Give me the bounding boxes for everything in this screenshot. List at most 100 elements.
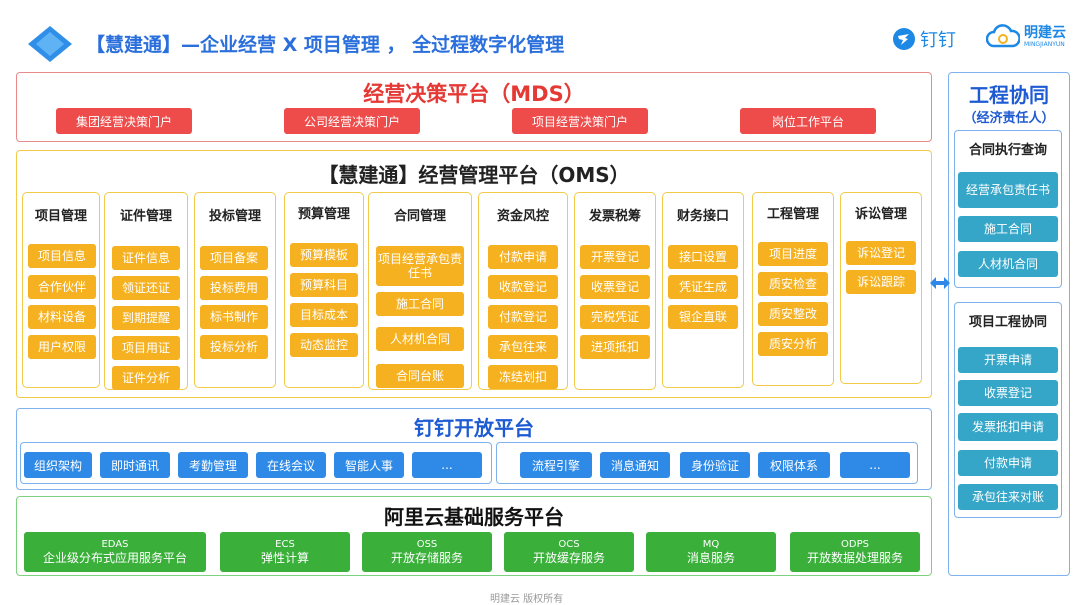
oms-item-project-info[interactable]: 项目信息 [28, 244, 96, 268]
collab-item-labor-contract[interactable]: 人材机合同 [958, 251, 1058, 277]
collab-subtitle: （经济责任人） [963, 111, 1055, 126]
aliyun-item-ocs[interactable]: OCS 开放缓存服务 [504, 532, 634, 572]
oms-item-contract-transactions[interactable]: 承包往来 [488, 335, 558, 359]
mingjianyun-cn: 明建云 [1024, 25, 1066, 41]
aliyun-item-desc: 消息服务 [686, 551, 735, 565]
oms-item-invoice-receive[interactable]: 收票登记 [580, 275, 650, 299]
mds-button-post-platform[interactable]: 岗位工作平台 [740, 108, 876, 134]
dingtalk-item-attendance[interactable]: 考勤管理 [178, 452, 248, 478]
oms-item-materials[interactable]: 材料设备 [28, 305, 96, 329]
project-collab-title: 项目工程协同 [968, 315, 1047, 330]
dingtalk-item-notify[interactable]: 消息通知 [600, 452, 670, 478]
oms-item-partners[interactable]: 合作伙伴 [28, 275, 96, 299]
dingtalk-item-more-right[interactable]: ... [840, 452, 910, 478]
oms-item-bank-direct[interactable]: 银企直联 [668, 305, 738, 329]
oms-column-title: 财务接口 [676, 209, 729, 224]
oms-item-cert-info[interactable]: 证件信息 [112, 246, 180, 270]
oms-item-quality-inspection[interactable]: 质安检查 [758, 272, 828, 296]
collab-panel: 工程协同 （经济责任人） [948, 72, 1070, 576]
mds-button-project-portal[interactable]: 项目经营决策门户 [512, 108, 648, 134]
dingtalk-item-auth[interactable]: 身份验证 [680, 452, 750, 478]
oms-item-user-permissions[interactable]: 用户权限 [28, 335, 96, 359]
aliyun-item-code: ODPS [841, 539, 869, 550]
oms-column-title: 证件管理 [119, 209, 172, 224]
oms-item-input-deduction[interactable]: 进项抵扣 [580, 335, 650, 359]
aliyun-item-desc: 企业级分布式应用服务平台 [42, 551, 187, 565]
oms-item-budget-subject[interactable]: 预算科目 [290, 273, 358, 297]
mds-title: 经营决策平台（MDS） [363, 82, 585, 106]
oms-platform: 【慧建通】经营管理平台（OMS） [16, 150, 932, 398]
oms-column-title: 诉讼管理 [854, 207, 907, 222]
collab-title: 工程协同 [969, 83, 1049, 107]
oms-item-cert-analysis[interactable]: 证件分析 [112, 366, 180, 390]
oms-item-bid-analysis[interactable]: 投标分析 [200, 335, 268, 359]
oms-item-freeze-deduct[interactable]: 冻结划扣 [488, 365, 558, 389]
footer-copyright: 明建云 版权所有 [490, 594, 564, 605]
collab-item-construction-contract[interactable]: 施工合同 [958, 216, 1058, 242]
dingtalk-item-org[interactable]: 组织架构 [24, 452, 92, 478]
double-arrow-icon [930, 277, 950, 289]
aliyun-title: 阿里云基础服务平台 [384, 505, 564, 529]
collab-item-invoice-deduction[interactable]: 发票抵扣申请 [958, 413, 1058, 441]
oms-item-lawsuit-track[interactable]: 诉讼跟踪 [846, 270, 916, 294]
collab-item-payment-request[interactable]: 付款申请 [958, 450, 1058, 476]
oms-item-payment-request[interactable]: 付款申请 [488, 245, 558, 269]
mds-button-company-portal[interactable]: 公司经营决策门户 [284, 108, 420, 134]
oms-item-voucher-generate[interactable]: 凭证生成 [668, 275, 738, 299]
oms-column-title: 投标管理 [208, 209, 261, 224]
oms-item-labor-material-contract[interactable]: 人材机合同 [376, 327, 464, 351]
project-collab-box: 项目工程协同 [954, 302, 1062, 518]
dingtalk-brand: 钉钉 [892, 26, 956, 52]
oms-item-construction-contract[interactable]: 施工合同 [376, 292, 464, 316]
oms-column-title: 工程管理 [766, 207, 819, 222]
aliyun-item-desc: 开放缓存服务 [532, 551, 605, 565]
oms-item-expiry-reminder[interactable]: 到期提醒 [112, 306, 180, 330]
mds-button-group-portal[interactable]: 集团经营决策门户 [56, 108, 192, 134]
oms-item-interface-settings[interactable]: 接口设置 [668, 245, 738, 269]
dingtalk-item-workflow[interactable]: 流程引擎 [520, 452, 592, 478]
aliyun-item-edas[interactable]: EDAS 企业级分布式应用服务平台 [24, 532, 206, 572]
mds-platform: 经营决策平台（MDS） [16, 72, 932, 142]
dingtalk-left-group [20, 442, 492, 484]
collab-item-reconciliation[interactable]: 承包往来对账 [958, 484, 1058, 510]
aliyun-item-desc: 弹性计算 [260, 551, 309, 565]
aliyun-item-oss[interactable]: OSS 开放存储服务 [362, 532, 492, 572]
oms-item-cert-borrow[interactable]: 领证还证 [112, 276, 180, 300]
dingtalk-platform: 钉钉开放平台 [16, 408, 932, 490]
oms-item-quality-rectify[interactable]: 质安整改 [758, 302, 828, 326]
collab-item-invoice-request[interactable]: 开票申请 [958, 347, 1058, 373]
collab-item-responsibility-letter[interactable]: 经营承包责任书 [958, 172, 1058, 208]
oms-item-payment-register[interactable]: 付款登记 [488, 305, 558, 329]
aliyun-item-odps[interactable]: ODPS 开放数据处理服务 [790, 532, 920, 572]
oms-column-title: 项目管理 [34, 209, 87, 224]
oms-item-quality-analysis[interactable]: 质安分析 [758, 332, 828, 356]
dingtalk-item-more-left[interactable]: ... [412, 452, 482, 478]
aliyun-platform: 阿里云基础服务平台 [16, 496, 932, 576]
oms-column-title: 资金风控 [496, 209, 549, 224]
oms-column-title: 预算管理 [297, 207, 350, 222]
oms-item-budget-template[interactable]: 预算模板 [290, 243, 358, 267]
oms-item-project-filing[interactable]: 项目备案 [200, 246, 268, 270]
oms-item-dynamic-monitor[interactable]: 动态监控 [290, 333, 358, 357]
dingtalk-item-permission[interactable]: 权限体系 [758, 452, 830, 478]
oms-item-responsibility-letter[interactable]: 项目经营承包责任书 [376, 246, 464, 286]
aliyun-item-mq[interactable]: MQ 消息服务 [646, 532, 776, 572]
collab-item-receipt-register[interactable]: 收票登记 [958, 380, 1058, 406]
oms-item-lawsuit-register[interactable]: 诉讼登记 [846, 241, 916, 265]
oms-item-tax-certificate[interactable]: 完税凭证 [580, 305, 650, 329]
oms-item-tender-doc[interactable]: 标书制作 [200, 305, 268, 329]
oms-item-target-cost[interactable]: 目标成本 [290, 303, 358, 327]
aliyun-item-code: OSS [416, 539, 438, 550]
oms-item-bid-cost[interactable]: 投标费用 [200, 276, 268, 300]
dingtalk-item-im[interactable]: 即时通讯 [100, 452, 170, 478]
oms-item-project-progress[interactable]: 项目进度 [758, 242, 828, 266]
aliyun-item-ecs[interactable]: ECS 弹性计算 [220, 532, 350, 572]
dingtalk-title: 钉钉开放平台 [414, 416, 534, 440]
oms-item-contract-ledger[interactable]: 合同台账 [376, 364, 464, 388]
oms-item-receipt-register[interactable]: 收款登记 [488, 275, 558, 299]
oms-item-project-cert[interactable]: 项目用证 [112, 336, 180, 360]
dingtalk-item-hr[interactable]: 智能人事 [334, 452, 404, 478]
dingtalk-item-meeting[interactable]: 在线会议 [256, 452, 326, 478]
oms-title: 【慧建通】经营管理平台（OMS） [318, 163, 630, 187]
oms-item-invoice-issue[interactable]: 开票登记 [580, 245, 650, 269]
